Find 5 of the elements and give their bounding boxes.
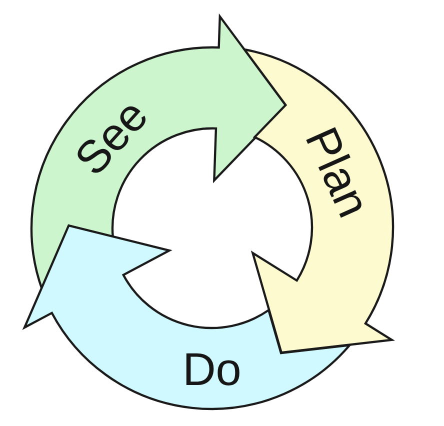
cycle-segment	[242, 48, 394, 355]
step-label: See	[66, 91, 156, 183]
step-label: Plan	[298, 120, 378, 224]
cycle-segment	[23, 224, 352, 410]
step-label: Do	[182, 346, 242, 392]
